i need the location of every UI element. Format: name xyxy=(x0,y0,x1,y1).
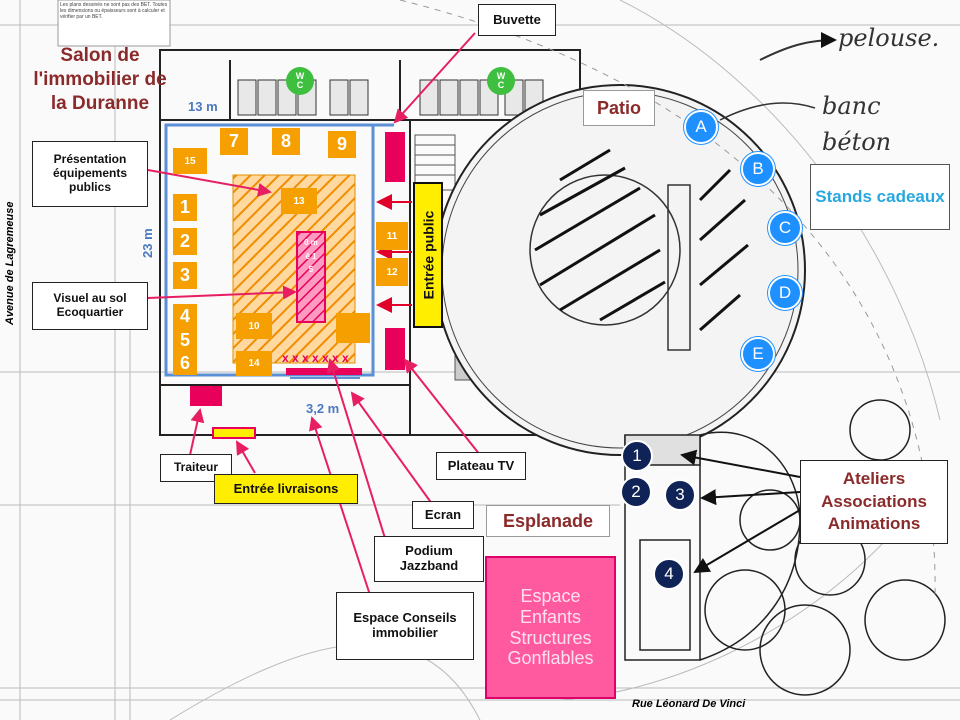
entry-arrows xyxy=(376,194,412,313)
buvette-callout: Buvette xyxy=(478,4,556,36)
stand-6: 6 xyxy=(173,352,197,375)
ecoquartier-floor-visual xyxy=(296,231,326,323)
stand-11: 11 xyxy=(376,222,408,250)
patio-label: Patio xyxy=(583,90,655,126)
dimension-bottom: 3,2 m xyxy=(306,401,340,416)
atelier-4: 4 xyxy=(653,558,685,590)
stand-unnumbered xyxy=(336,313,370,343)
ecran-callout: Ecran xyxy=(412,501,474,529)
stand-4: 4 xyxy=(173,304,197,329)
espace-enfants-zone: Espace Enfants Structures Gonflables xyxy=(485,556,616,699)
atelier-3: 3 xyxy=(664,479,696,511)
stand-12: 12 xyxy=(376,258,408,286)
ecoquartier-strip-text: 0 m ê 1 5 xyxy=(304,238,318,275)
atelier-1: 1 xyxy=(621,440,653,472)
dimension-top: 13 m xyxy=(188,99,218,114)
entree-livraisons-callout: Entrée livraisons xyxy=(214,474,358,504)
header-note: Les plans dessinés ne sont pas des BET. … xyxy=(60,2,168,20)
stand-2: 2 xyxy=(173,228,197,255)
plateau-tv-callout: Plateau TV xyxy=(436,452,526,480)
patio-stand-a: A xyxy=(684,110,718,144)
presentation-callout: Présentation équipements publics xyxy=(32,141,148,207)
ateliers-arrows xyxy=(680,449,801,574)
patio-stand-c: C xyxy=(768,211,802,245)
ateliers-callout: Ateliers Associations Animations xyxy=(800,460,948,544)
stand-15: 15 xyxy=(173,148,207,174)
stand-5: 5 xyxy=(173,329,197,352)
handwritten-beton: béton xyxy=(822,128,892,156)
patio-stand-e: E xyxy=(741,337,775,371)
street-left: Avenue de Lagremeuse xyxy=(4,201,16,326)
patio-stand-d: D xyxy=(768,276,802,310)
stand-1: 1 xyxy=(173,194,197,221)
stand-10: 10 xyxy=(236,313,272,339)
stand-8: 8 xyxy=(272,128,300,155)
stands-cadeaux-callout: Stands cadeaux xyxy=(810,164,950,230)
stage-marks: x x x x x x x xyxy=(282,351,349,365)
esplanade-area xyxy=(624,399,946,696)
espace-conseils-callout: Espace Conseils immobilier xyxy=(336,592,474,660)
delivery-entry-marker xyxy=(212,427,256,439)
page-title: Salon de l'immobilier de la Duranne xyxy=(33,45,167,114)
toilet-cubicles xyxy=(237,79,544,116)
visuel-callout: Visuel au sol Ecoquartier xyxy=(32,282,148,330)
patio xyxy=(434,84,806,456)
esplanade-label: Esplanade xyxy=(486,505,610,537)
dashed-curve xyxy=(399,0,936,601)
handwritten-pelouse: pelouse. xyxy=(838,24,940,52)
pink-fixtures xyxy=(190,132,405,406)
stand-9: 9 xyxy=(328,131,356,158)
handwritten-banc: banc xyxy=(822,92,881,120)
dimension-side: 23 m xyxy=(140,228,155,258)
entree-public-label: Entrée public xyxy=(413,182,443,328)
stand-3: 3 xyxy=(173,262,197,289)
callout-arrows xyxy=(147,32,481,596)
street-bottom: Rue Léonard De Vinci xyxy=(632,698,746,710)
atelier-2: 2 xyxy=(620,476,652,508)
stand-7: 7 xyxy=(220,128,248,155)
patio-stand-b: B xyxy=(741,152,775,186)
stand-13: 13 xyxy=(281,188,317,214)
stand-14: 14 xyxy=(236,351,272,376)
podium-callout: Podium Jazzband xyxy=(374,536,484,582)
